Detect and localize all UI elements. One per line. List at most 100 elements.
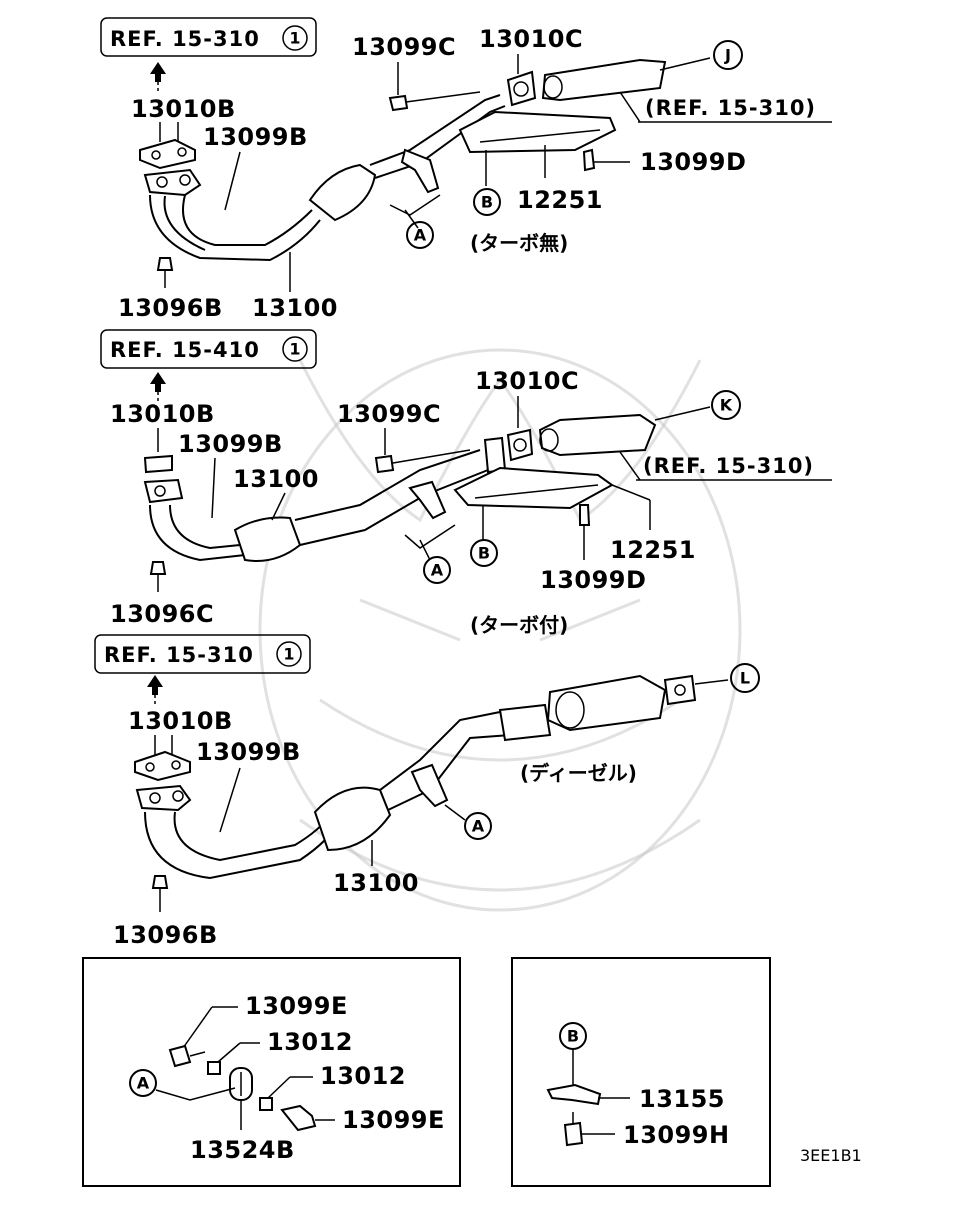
nut-13096C <box>149 561 167 575</box>
callout-j[interactable] <box>713 40 743 70</box>
variant-label-turbo: (ターボ付) <box>470 613 568 637</box>
ref-mark-2: 1 <box>289 340 300 359</box>
callout-b-2[interactable] <box>470 539 498 567</box>
svg-text:A: A <box>472 817 485 836</box>
part-13099D-1: 13099D <box>640 148 746 176</box>
part-13099B-2: 13099B <box>178 430 283 458</box>
bolt-13099E-1 <box>168 1044 192 1068</box>
bolt-13099E-2 <box>280 1104 317 1132</box>
ref-label-1: REF. 15-310 <box>110 27 260 51</box>
ref-box-3[interactable] <box>94 634 311 674</box>
callout-a-1[interactable] <box>406 221 434 249</box>
part-13099E-1: 13099E <box>245 992 348 1020</box>
part-13524B: 13524B <box>190 1136 295 1164</box>
callout-l[interactable] <box>730 663 760 693</box>
ref-mark-3: 1 <box>283 645 294 664</box>
nut-13096B-3 <box>151 875 169 889</box>
front-pipe-upper <box>182 194 313 246</box>
part-13155: 13155 <box>639 1085 725 1113</box>
gasket-13010B <box>139 138 196 170</box>
bolt-13099D-1 <box>582 148 596 172</box>
part-13099B: 13099B <box>203 123 308 151</box>
svg-text:K: K <box>720 396 733 415</box>
svg-text:B: B <box>478 544 490 563</box>
ref-mark-circle-1 <box>282 25 308 51</box>
callout-a-3[interactable] <box>464 812 492 840</box>
ref-label-3: REF. 15-310 <box>104 643 254 667</box>
part-13100-2: 13100 <box>233 465 319 493</box>
catalytic-converter-1 <box>308 163 377 222</box>
flange-rear-2 <box>483 436 507 474</box>
svg-text:B: B <box>481 193 493 212</box>
bushing-13012-1 <box>207 1061 221 1075</box>
up-arrow-icon <box>147 675 163 695</box>
svg-text:L: L <box>740 669 750 688</box>
front-pipe-lower <box>149 194 321 262</box>
svg-text:J: J <box>724 46 731 65</box>
side-ref-j: (REF. 15-310) <box>645 96 816 120</box>
bushing-13012-2 <box>259 1097 273 1111</box>
part-13099H: 13099H <box>623 1121 730 1149</box>
ref-mark-1: 1 <box>289 29 300 48</box>
hanger-bracket-1 <box>400 148 440 194</box>
part-13010C-1: 13010C <box>479 25 583 53</box>
up-arrow-icon <box>150 372 166 392</box>
section-diesel: REF. 15-310 1 13010B 13099B A L (ディーゼ <box>94 634 760 949</box>
gasket-13010C-2 <box>506 428 534 462</box>
part-13010B-2: 13010B <box>110 400 215 428</box>
bolt-13099C-2 <box>374 454 395 474</box>
flange-front-2 <box>143 478 184 504</box>
part-12251-1: 12251 <box>517 186 603 214</box>
hanger-bracket-2 <box>408 480 447 520</box>
hanger-bracket-3 <box>410 763 449 808</box>
section-turbo: REF. 15-410 1 13010B 13099B 13100 13099C… <box>100 329 832 637</box>
callout-k[interactable] <box>711 390 741 420</box>
part-13012-2: 13012 <box>320 1062 406 1090</box>
bolt-13099C-1 <box>388 94 409 112</box>
ref-box-2[interactable] <box>100 329 317 369</box>
bolt-13099D-2 <box>579 504 591 526</box>
part-13010B-3: 13010B <box>128 707 233 735</box>
tail-flange <box>663 674 697 706</box>
gasket-13010B-3 <box>134 750 191 782</box>
variant-label-diesel: (ディーゼル) <box>520 761 637 785</box>
part-13012-1: 13012 <box>267 1028 353 1056</box>
callout-b-1[interactable] <box>473 188 501 216</box>
part-13096B-3: 13096B <box>113 921 218 949</box>
part-13099D-2: 13099D <box>540 566 646 594</box>
svg-text:B: B <box>567 1027 579 1046</box>
part-13099C-2: 13099C <box>337 400 441 428</box>
detail-box-b: B 13155 13099H <box>511 957 771 1187</box>
part-12251-2: 12251 <box>610 536 696 564</box>
ref-label-2: REF. 15-410 <box>110 338 260 362</box>
gasket-13010B-2 <box>143 454 173 474</box>
detail-box-a-frame <box>82 957 461 1187</box>
svg-text:A: A <box>431 561 444 580</box>
part-13100-3: 13100 <box>333 869 419 897</box>
up-arrow-icon <box>150 62 166 82</box>
gasket-13010C-1 <box>506 70 537 107</box>
bolt-13099H <box>563 1121 584 1147</box>
muffler-pipe-j <box>541 58 667 102</box>
catalytic-converter-2 <box>233 516 302 562</box>
ref-box-1[interactable] <box>100 17 317 57</box>
bracket-13155 <box>546 1083 602 1106</box>
callout-a-detail[interactable] <box>129 1069 157 1097</box>
callout-a-2[interactable] <box>423 556 451 584</box>
watermark-emblem <box>258 348 742 912</box>
diagram-code: 3EE1B1 <box>800 1146 862 1165</box>
part-13010C-2: 13010C <box>475 367 579 395</box>
part-13099E-2: 13099E <box>342 1106 445 1134</box>
detail-box-b-frame <box>511 957 771 1187</box>
flange-front <box>143 168 202 197</box>
main-muffler <box>546 674 667 732</box>
svg-text:A: A <box>137 1074 150 1093</box>
part-13096B-1: 13096B <box>118 294 223 322</box>
mid-pipe-connector <box>498 703 552 742</box>
svg-text:A: A <box>414 226 427 245</box>
heat-shield-12251-1 <box>458 110 617 154</box>
flange-front-3 <box>135 784 192 812</box>
detail-box-a: 13099E 13012 13012 13099E A 13524B <box>82 957 461 1187</box>
ref-mark-circle-3 <box>276 641 302 667</box>
